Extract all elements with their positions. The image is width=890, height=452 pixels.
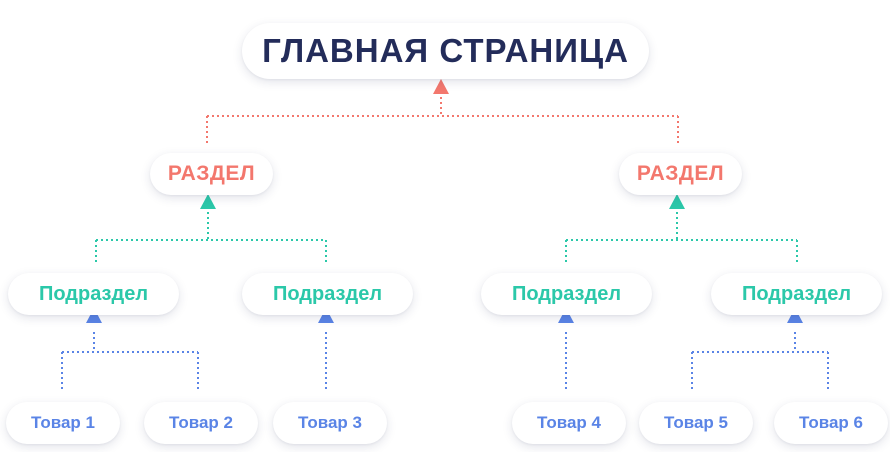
arrow-up-icon — [787, 308, 803, 323]
arrow-up-icon — [433, 79, 449, 94]
product-node-4: Товар 4 — [512, 402, 626, 444]
product-node-2: Товар 2 — [144, 402, 258, 444]
section-node-label: РАЗДЕЛ — [167, 162, 256, 185]
product-node-1: Товар 1 — [6, 402, 120, 444]
arrow-up-icon — [669, 194, 685, 209]
subsection-node-1: Подраздел — [8, 273, 179, 315]
product-node-label: Товар 1 — [31, 413, 95, 432]
section-node-right: РАЗДЕЛ — [619, 153, 742, 195]
section-node-label: РАЗДЕЛ — [636, 162, 725, 185]
product-node-label: Товар 3 — [298, 413, 362, 432]
product-node-3: Товар 3 — [273, 402, 387, 444]
arrow-up-icon — [200, 194, 216, 209]
product-node-5: Товар 5 — [639, 402, 753, 444]
root-node-main-page: ГЛАВНАЯ СТРАНИЦА — [242, 23, 649, 79]
product-node-label: Товар 6 — [799, 413, 863, 432]
subsection-node-3: Подраздел — [481, 273, 652, 315]
subsection-node-label: Подраздел — [38, 282, 149, 305]
arrow-up-icon — [318, 308, 334, 323]
section-node-left: РАЗДЕЛ — [150, 153, 273, 195]
root-node-label: ГЛАВНАЯ СТРАНИЦА — [262, 32, 629, 69]
product-node-label: Товар 2 — [169, 413, 233, 432]
product-node-6: Товар 6 — [774, 402, 888, 444]
product-node-label: Товар 5 — [664, 413, 728, 432]
subsection-node-label: Подраздел — [741, 282, 852, 305]
arrow-up-icon — [558, 308, 574, 323]
product-node-label: Товар 4 — [537, 413, 601, 432]
arrow-up-icon — [86, 308, 102, 323]
subsection-node-4: Подраздел — [711, 273, 882, 315]
subsection-node-label: Подраздел — [511, 282, 622, 305]
subsection-node-2: Подраздел — [242, 273, 413, 315]
subsection-node-label: Подраздел — [272, 282, 383, 305]
